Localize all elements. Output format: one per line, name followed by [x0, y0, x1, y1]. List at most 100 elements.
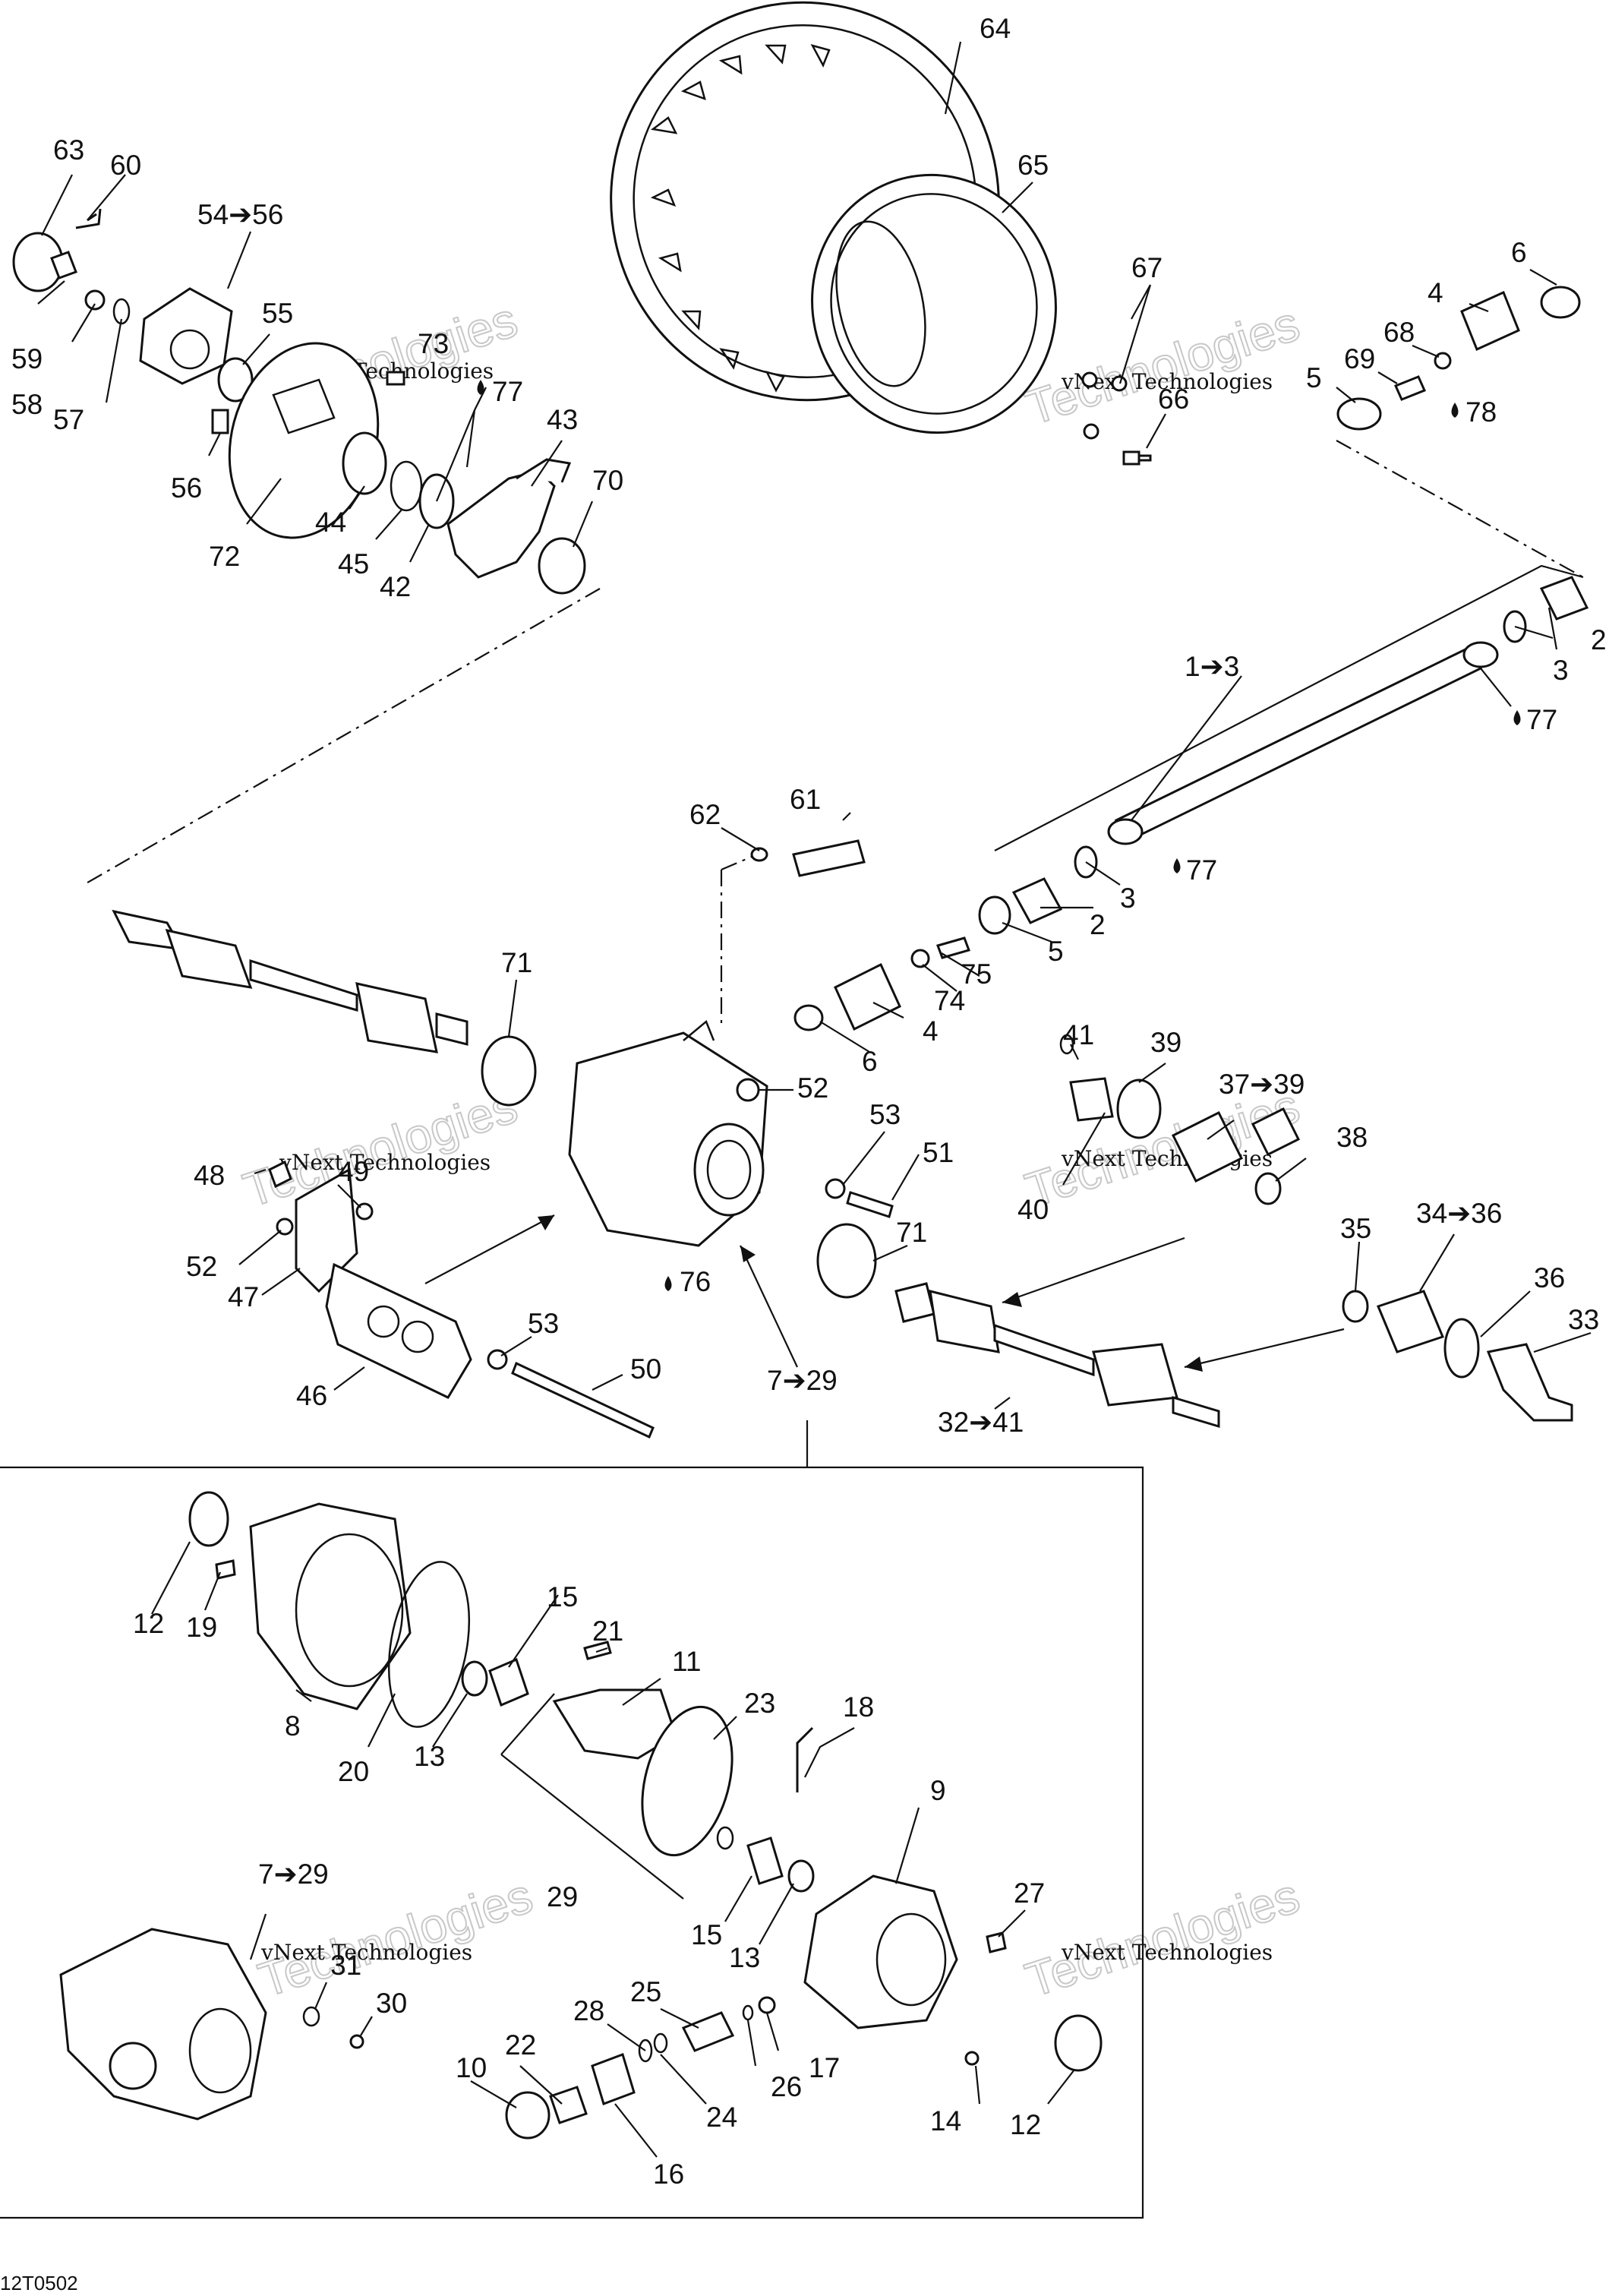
- label-18: 18: [843, 1691, 874, 1723]
- coupling-4: [834, 962, 901, 1031]
- label-21: 21: [592, 1615, 623, 1647]
- cover-flange: [295, 1533, 404, 1688]
- bolt-30: [349, 2034, 364, 2049]
- label-4: 4: [1428, 277, 1443, 308]
- label-38: 38: [1336, 1122, 1368, 1153]
- dash-line: [721, 855, 752, 871]
- label-12-bottom: 12: [1010, 2109, 1041, 2140]
- washer-58: [84, 289, 106, 311]
- clamp-36: [1443, 1318, 1480, 1379]
- washer-53: [825, 1178, 846, 1199]
- clamp-39: [1116, 1079, 1162, 1139]
- bolt-19: [215, 1559, 236, 1580]
- brake-disc-center: [272, 378, 336, 434]
- label-5-mid: 5: [1048, 936, 1064, 967]
- o-ring-20: [387, 1561, 471, 1728]
- boot-2b: [1011, 877, 1063, 924]
- label-52-left: 52: [186, 1251, 217, 1282]
- dash-line: [1336, 440, 1584, 578]
- label-24: 24: [706, 2102, 737, 2133]
- shim-24: [653, 2032, 668, 2054]
- watermark-text: vNext Technologies: [1061, 1940, 1273, 1965]
- cv-shaft-bar-right: [993, 1323, 1095, 1377]
- mount-bracket-group: [268, 1160, 655, 1439]
- label-69: 69: [1344, 343, 1375, 374]
- label-6-mid: 6: [862, 1046, 878, 1077]
- label-46: 46: [296, 1380, 327, 1411]
- plate-46: [325, 1262, 472, 1399]
- label-26: 26: [771, 2071, 802, 2102]
- ring-28: [638, 2039, 653, 2063]
- shaft-end: [1462, 641, 1499, 668]
- oil-drop-icon: [1173, 858, 1181, 873]
- label-34-36: 34➔36: [1416, 1198, 1502, 1229]
- ring-41: [1059, 1034, 1074, 1055]
- arrows: [424, 1214, 1345, 1372]
- arrow-line: [1184, 1328, 1345, 1369]
- seal-55: [217, 357, 254, 403]
- snap-ring-45: [390, 460, 423, 512]
- cv-joint-33: [1486, 1343, 1573, 1422]
- label-62: 62: [689, 799, 721, 830]
- cv-boot-left: [165, 928, 253, 989]
- clamp-35: [1342, 1290, 1369, 1323]
- ring-gear-23: [641, 1705, 734, 1857]
- differential-housing: [568, 1019, 894, 1299]
- label-28: 28: [573, 1995, 604, 2026]
- housing-cover-8: [249, 1502, 412, 1710]
- label-78: 78: [1465, 396, 1497, 428]
- label-3-mid: 3: [1120, 883, 1136, 914]
- seal-70: [538, 537, 586, 595]
- housing-9-bore: [875, 1912, 947, 2007]
- tube-18: [796, 1726, 814, 1792]
- label-52-mid: 52: [797, 1072, 828, 1104]
- label-55: 55: [262, 298, 293, 329]
- label-39: 39: [1150, 1027, 1182, 1058]
- label-75: 75: [961, 959, 992, 990]
- label-2-mid: 2: [1090, 909, 1106, 940]
- diagram-code: 12T0502: [0, 2272, 78, 2294]
- shim: [716, 1826, 734, 1850]
- label-64: 64: [980, 13, 1011, 44]
- left-cv-shaft: [112, 909, 537, 1107]
- label-67: 67: [1131, 252, 1163, 283]
- bracket-line: [994, 564, 1584, 851]
- clamp-62: [750, 847, 768, 862]
- nut-17: [758, 1996, 776, 2014]
- bolt-69: [1393, 375, 1427, 401]
- dash-line: [83, 588, 601, 886]
- nut-52: [736, 1078, 760, 1102]
- label-42: 42: [380, 571, 411, 602]
- bolt-75: [936, 936, 970, 959]
- label-74: 74: [934, 985, 965, 1016]
- diff-assembled: [59, 1928, 267, 2121]
- label-3-top: 3: [1553, 655, 1569, 686]
- washer-26: [742, 2004, 754, 2021]
- shaft-1: [1114, 648, 1483, 841]
- lubricant-icons: [477, 380, 1521, 1291]
- seal-13b: [787, 1859, 815, 1893]
- arrow-head: [740, 1246, 756, 1262]
- label-13-bottom: 13: [729, 1942, 760, 1973]
- label-36: 36: [1534, 1262, 1565, 1293]
- label-77-top: 77: [492, 376, 523, 407]
- label-76: 76: [680, 1266, 711, 1297]
- plate-hole: [401, 1320, 434, 1353]
- label-29: 29: [547, 1881, 578, 1912]
- label-4-mid: 4: [923, 1015, 939, 1047]
- label-35: 35: [1340, 1213, 1371, 1244]
- seal-71: [481, 1035, 537, 1107]
- label-17: 17: [809, 2052, 840, 2083]
- label-53-left: 53: [528, 1308, 559, 1339]
- bolt-73: [386, 371, 405, 386]
- label-71-right: 71: [896, 1217, 927, 1248]
- knuckle-arm: [516, 458, 572, 483]
- arrow-line: [740, 1245, 798, 1368]
- label-15-bottom: 15: [691, 1919, 722, 1950]
- nut-59: [50, 251, 77, 279]
- cv-spline-end: [435, 1012, 469, 1046]
- label-15-top: 15: [547, 1581, 578, 1612]
- label-27: 27: [1014, 1878, 1045, 1909]
- spacer-6b: [793, 1004, 824, 1031]
